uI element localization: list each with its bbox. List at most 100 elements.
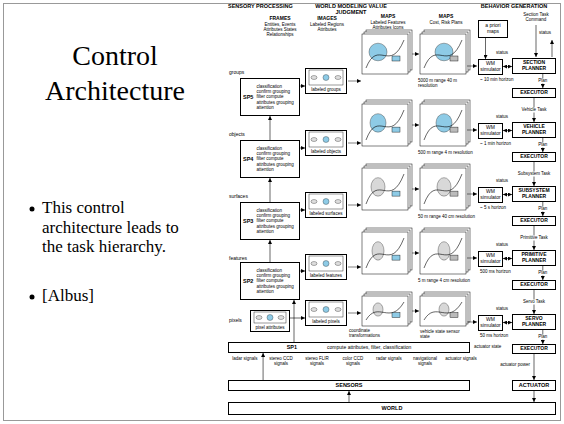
map-region (438, 242, 450, 260)
map-sheet (362, 296, 408, 326)
map-sheet (420, 296, 466, 326)
box-text: WM simulator (480, 61, 500, 73)
map-region (370, 114, 386, 132)
signal-label: actuator signals (445, 356, 477, 361)
signal-label: color CCD signals (337, 356, 369, 366)
image-thumbnail (309, 132, 343, 147)
planner-box: SERVO PLANNER (512, 314, 556, 330)
map-icon (450, 313, 458, 318)
level-id: SP4 (243, 156, 253, 162)
column-header: SENSORY PROCESSING (228, 3, 298, 9)
connector (270, 240, 271, 262)
image-region (311, 76, 317, 80)
box-text: SERVO PLANNER (515, 316, 553, 328)
box-text: compute attributes, filter, classificati… (327, 345, 411, 351)
box-text: SUBSYSTEM PLANNER (515, 188, 553, 200)
image-box: labeled groups (305, 68, 347, 94)
horizon-label: 50 ms horizon (480, 333, 536, 338)
range-label: 50 m range 40 cm resolution (418, 214, 476, 219)
connector (290, 318, 305, 319)
connector (534, 391, 535, 402)
map-sheet (420, 34, 466, 74)
level-label: groups (229, 70, 259, 76)
command-arrow (536, 25, 537, 57)
bullet-text: This control architecture leads to the t… (42, 198, 192, 257)
image-link (348, 81, 361, 82)
image-thumbnail (309, 302, 343, 317)
executor-box: EXECUTOR (512, 280, 556, 290)
column-note: Labeled Features Attributes Icons (362, 20, 414, 30)
simulator-box: WM simulator (478, 59, 503, 75)
transform-label: coordinate transformations (349, 328, 389, 338)
power-label: actuator power (484, 362, 530, 367)
map-link (467, 194, 477, 195)
image-region (267, 315, 273, 321)
state-label: vehicle state sensor state (420, 329, 470, 339)
column-note: Entities, Events Attributes States Relat… (258, 22, 302, 38)
image-box: pixel attributes (250, 310, 290, 332)
signal-label: ladar signals (229, 356, 261, 361)
connector-label: Plan (537, 335, 548, 340)
box-text: classification confirm grouping filter c… (256, 146, 297, 172)
simulator-box: WM simulator (478, 315, 503, 331)
bullet (30, 207, 35, 212)
status-label: status (496, 178, 512, 183)
range-label: 5 m range 4 cm resolution (418, 278, 476, 283)
box-text: EXECUTOR (520, 154, 548, 160)
actuator-box: ACTUATOR (512, 380, 556, 391)
image-region (323, 75, 329, 81)
executor-box: EXECUTOR (512, 344, 556, 354)
connector-label: Plan (537, 271, 548, 276)
box-text: labeled features (310, 273, 342, 278)
map-region (439, 303, 449, 316)
planner-box: VEHICLE PLANNER (512, 122, 556, 138)
image-region (256, 316, 262, 320)
map-sheet (362, 104, 408, 146)
column-subheader: MAPS (420, 14, 472, 20)
map-region (373, 303, 383, 316)
map-sheet (362, 34, 408, 74)
box-text: classification confirm grouping filter c… (256, 208, 297, 234)
map-feature (424, 40, 462, 68)
connector (503, 130, 512, 131)
image-link (348, 313, 361, 314)
level-label: pixels (229, 318, 249, 324)
map-feature (366, 238, 404, 268)
status-arrow (552, 40, 553, 57)
image-link (348, 205, 361, 206)
status-label: status (496, 306, 512, 311)
executor-box: EXECUTOR (512, 88, 556, 98)
level-id: SP5 (243, 94, 253, 100)
image-box: labeled features (305, 254, 347, 280)
image-link (348, 267, 361, 268)
simulator-box: WM simulator (478, 123, 503, 139)
state-label: actuator state (474, 344, 510, 349)
status-label: status (496, 114, 512, 119)
status-label: status (496, 242, 512, 247)
box-text: VEHICLE PLANNER (515, 124, 553, 136)
signal-label: stereo FLIR signals (301, 356, 333, 366)
map-icon (392, 191, 400, 196)
map-icon (450, 255, 458, 260)
level-label: objects (229, 132, 259, 138)
connector-label: Primitive Task (519, 235, 549, 240)
sensory-processing-box: SP1compute attributes, filter, classific… (228, 342, 470, 353)
image-region (311, 262, 317, 266)
image-region (311, 200, 317, 204)
command-label: Section Task Command (514, 12, 558, 22)
planner-box: SUBSYSTEM PLANNER (512, 186, 556, 202)
connector-label: Plan (537, 143, 548, 148)
horizon-label: ~ 10 min horizon (480, 77, 536, 82)
range-label: 5000 m range 40 m resolution (418, 78, 476, 88)
image-box: labeled surfaces (305, 192, 347, 218)
horizon-label: ~ 5 s horizon (480, 205, 536, 210)
map-region (371, 178, 385, 196)
sensory-processing-box: SP4classification confirm grouping filte… (240, 140, 300, 178)
box-text: WORLD (382, 405, 403, 411)
image-region (335, 200, 341, 204)
map-icon (392, 56, 400, 61)
connector (270, 178, 271, 202)
map-icon (450, 127, 458, 132)
map-sheet (362, 168, 408, 210)
map-feature (366, 110, 404, 140)
